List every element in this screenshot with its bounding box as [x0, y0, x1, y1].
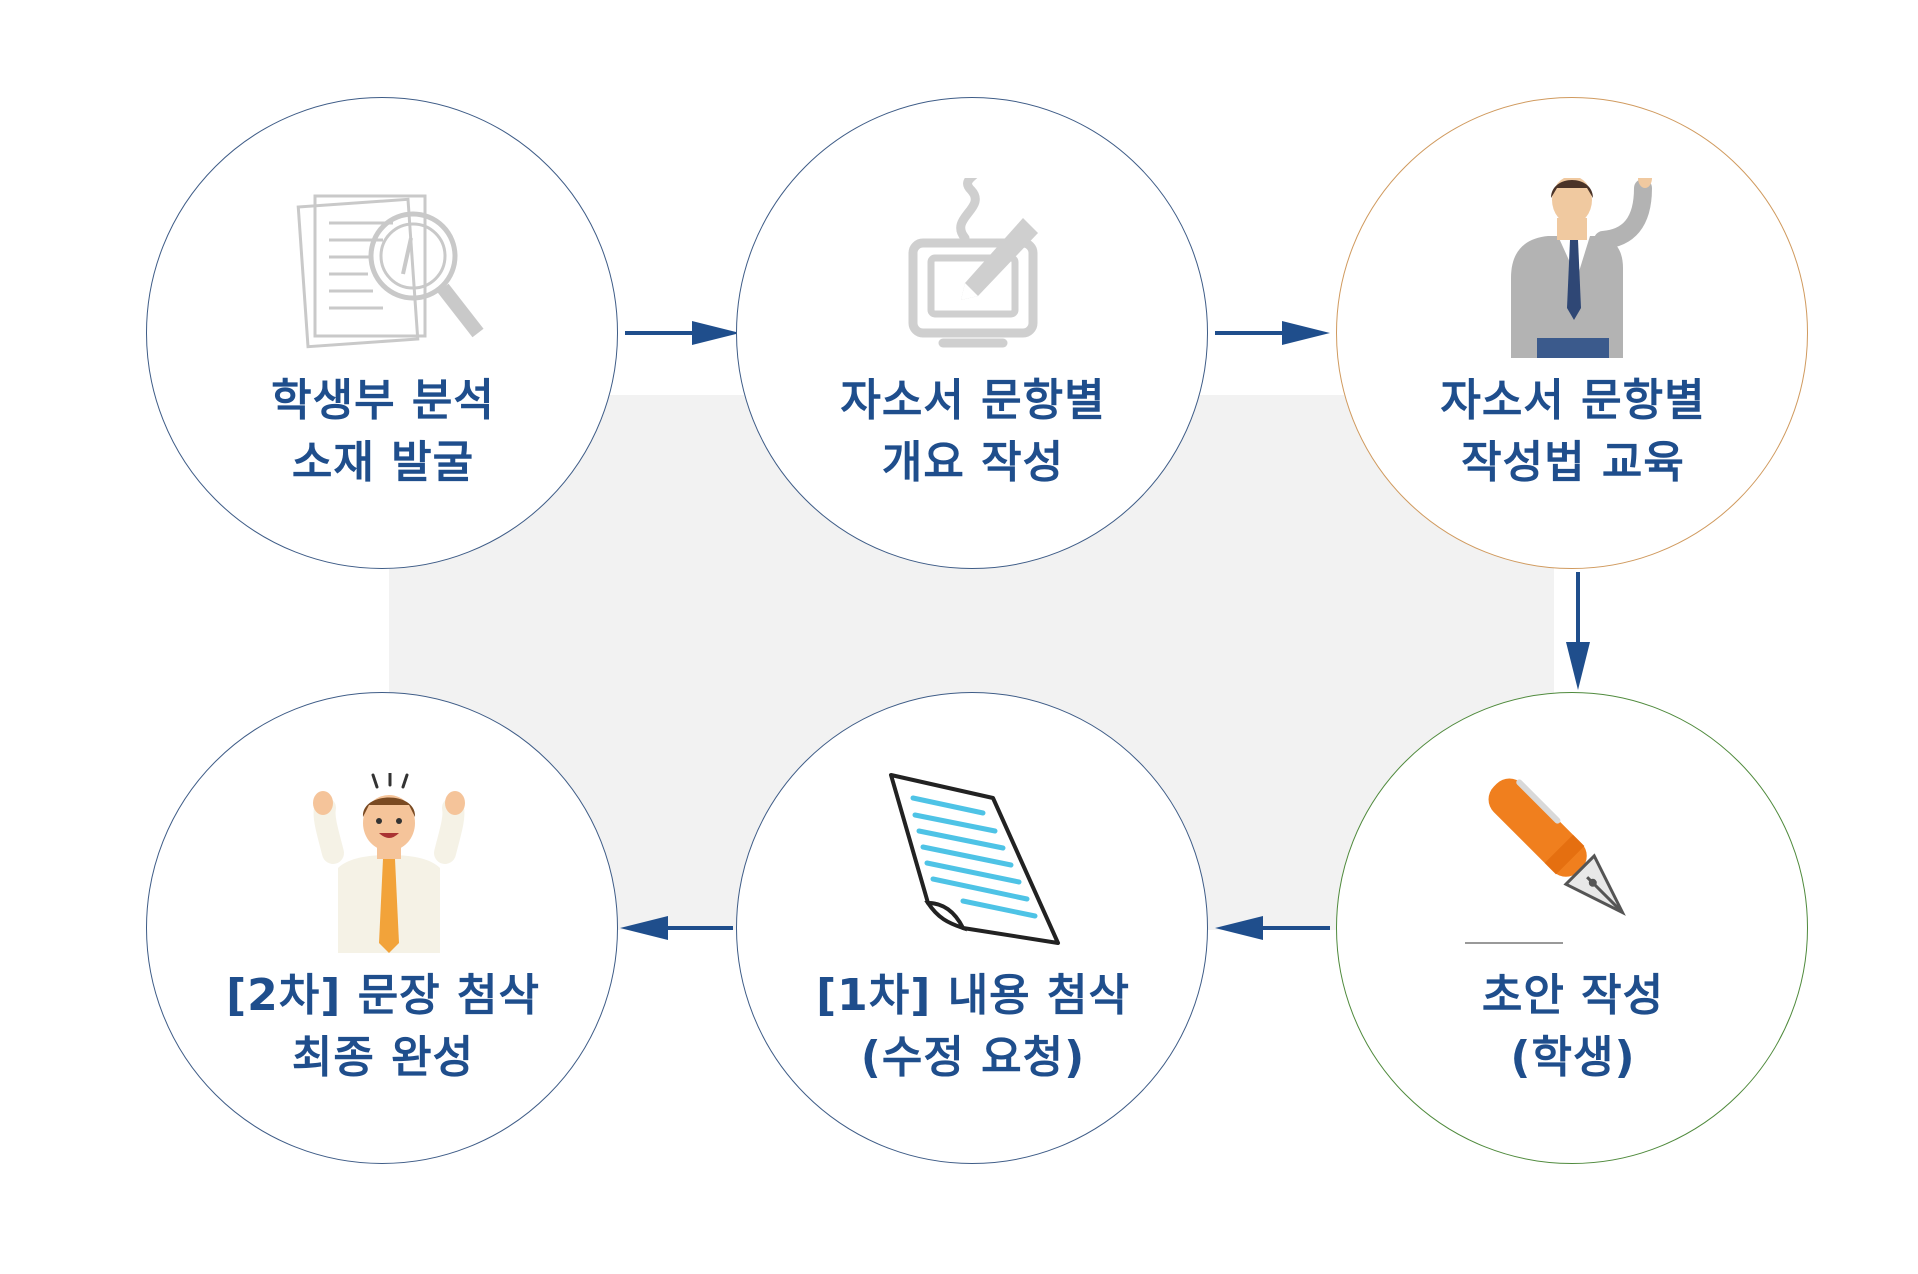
step-1-line1: 학생부 분석 — [271, 375, 495, 426]
step-2-label: 자소서 문항별 개요 작성 — [773, 370, 1173, 494]
step-6-label: [2차] 문장 첨삭 최종 완성 — [183, 965, 583, 1089]
arrow-step3-to-step4-head — [1566, 642, 1590, 690]
step-4-label: 초안 작성 (학생) — [1373, 965, 1773, 1089]
arrow-step4-to-step5-head — [1215, 916, 1263, 940]
step-3-line1: 자소서 문항별 — [1440, 375, 1706, 426]
step-4-circle: 초안 작성 (학생) — [1336, 692, 1808, 1164]
step-3-label: 자소서 문항별 작성법 교육 — [1373, 370, 1773, 494]
arrow-step5-to-step6-head — [620, 916, 668, 940]
step-6-circle: [2차] 문장 첨삭 최종 완성 — [146, 692, 618, 1164]
document-page-icon — [889, 773, 1060, 945]
step-6-line1: [2차] 문장 첨삭 — [226, 970, 540, 1021]
fountain-pen-icon — [1465, 778, 1626, 944]
writing-tablet-icon — [908, 178, 1038, 348]
step-3-circle: 자소서 문항별 작성법 교육 — [1336, 97, 1808, 569]
step-5-label: [1차] 내용 첨삭 (수정 요청) — [773, 965, 1173, 1089]
document-magnifier-icon — [296, 194, 484, 349]
step-1-label: 학생부 분석 소재 발굴 — [183, 370, 583, 494]
step-5-line2: (수정 요청) — [860, 1032, 1086, 1083]
step-1-circle: 학생부 분석 소재 발굴 — [146, 97, 618, 569]
step-5-line1: [1차] 내용 첨삭 — [816, 970, 1130, 1021]
step-2-line2: 개요 작성 — [881, 437, 1065, 488]
step-1-line2: 소재 발굴 — [291, 437, 475, 488]
step-3-line2: 작성법 교육 — [1461, 437, 1685, 488]
teacher-pointing-icon — [1511, 178, 1652, 358]
step-4-line2: (학생) — [1510, 1032, 1636, 1083]
arrow-step2-to-step3-head — [1282, 321, 1330, 345]
step-2-circle: 자소서 문항별 개요 작성 — [736, 97, 1208, 569]
step-2-line1: 자소서 문항별 — [840, 375, 1106, 426]
step-6-line2: 최종 완성 — [291, 1032, 475, 1083]
step-4-line1: 초안 작성 — [1481, 970, 1665, 1021]
step-5-circle: [1차] 내용 첨삭 (수정 요청) — [736, 692, 1208, 1164]
cheering-man-icon — [313, 773, 465, 953]
arrow-step1-to-step2-head — [692, 321, 740, 345]
